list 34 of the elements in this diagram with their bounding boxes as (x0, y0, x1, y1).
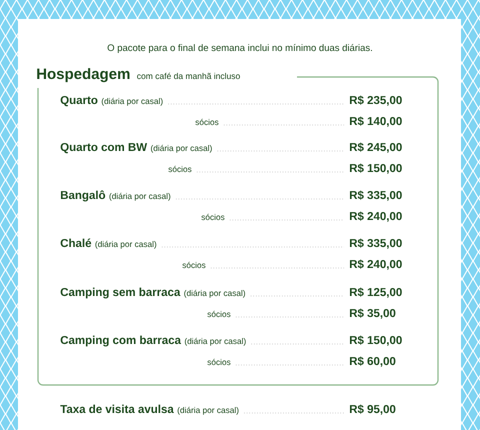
intro-text: O pacote para o final de semana inclui no mínimo duas diárias. (108, 44, 372, 53)
item-name: Bangalô (60, 190, 106, 202)
item-name: Quarto com BW (60, 142, 148, 154)
price-text: R$ 150,00 (350, 163, 402, 174)
item-note: (diária por casal) (184, 290, 246, 298)
item-name: Chalé (60, 238, 92, 248)
item-note: (diária por casal) (151, 144, 212, 153)
member-label: sócios (207, 358, 230, 366)
price-text: R$ 150,00 (350, 335, 402, 346)
price-text: R$ 140,00 (350, 116, 402, 127)
item-note: (diária por casal) (95, 240, 156, 249)
price-text: R$ 335,00 (350, 190, 402, 201)
member-label: sócios (168, 166, 192, 172)
member-label: sócios (207, 310, 230, 318)
price-text: R$ 335,00 (350, 238, 402, 249)
member-label: sócios (195, 118, 218, 126)
price-text: R$ 125,00 (350, 287, 402, 298)
item-note: (diária por casal) (102, 98, 163, 106)
price-text: R$ 60,00 (350, 356, 396, 367)
member-label: sócios (182, 262, 206, 268)
item-note: (diária por casal) (178, 406, 238, 415)
item-name: Taxa de visita avulsa (60, 404, 174, 414)
item-name: Camping sem barraca (60, 288, 180, 298)
item-name: Quarto (60, 96, 98, 106)
member-label: sócios (201, 214, 224, 220)
price-text: R$ 35,00 (350, 308, 396, 319)
price-text: R$ 95,00 (350, 404, 396, 415)
price-text: R$ 235,00 (350, 95, 402, 106)
item-note: (diária por casal) (184, 338, 246, 346)
price-text: R$ 245,00 (350, 142, 402, 153)
item-name: Camping com barraca (60, 336, 182, 346)
price-text: R$ 240,00 (350, 211, 402, 222)
item-note: (diária por casal) (109, 192, 170, 201)
price-text: R$ 240,00 (350, 259, 402, 270)
